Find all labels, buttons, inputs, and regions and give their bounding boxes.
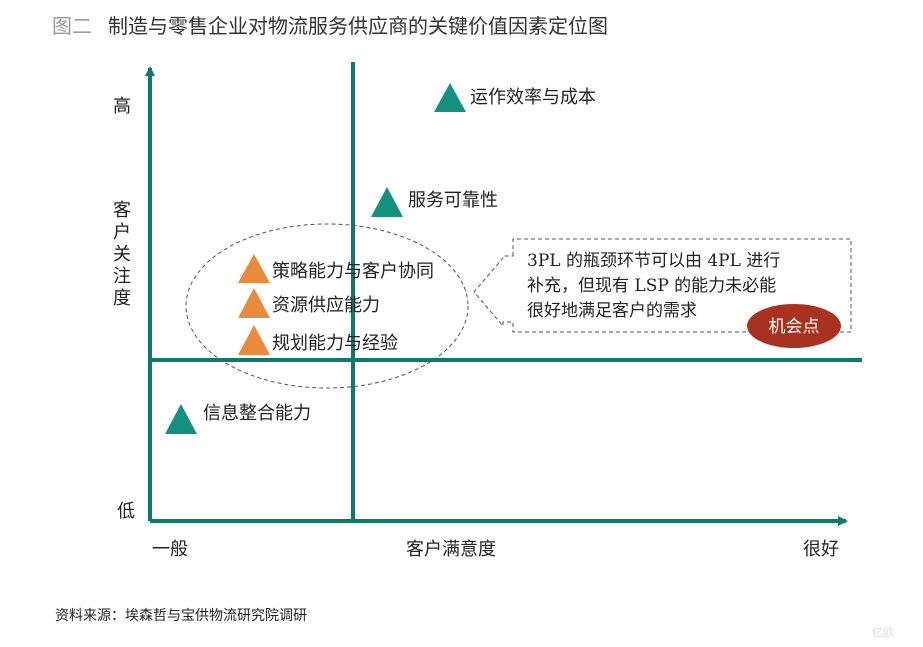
source-note: 资料来源：埃森哲与宝供物流研究院调研 [55, 608, 307, 624]
triangle-marker-icon [238, 288, 270, 318]
item-information-integration: 信息整合能力 [165, 403, 311, 434]
item-planning-experience: 规划能力与经验 [238, 325, 398, 355]
y-axis-label-char: 度 [113, 288, 131, 309]
x-high-label: 很好 [803, 539, 839, 560]
item-label: 策略能力与客户协同 [272, 261, 434, 282]
highlight-ellipse [185, 223, 469, 389]
x-axis-label: 客户满意度 [406, 539, 496, 560]
item-strategy-capability: 策略能力与客户协同 [238, 254, 434, 283]
item-operation-efficiency: 运作效率与成本 [434, 83, 596, 112]
triangle-marker-icon [238, 325, 270, 355]
opportunity-badge-label: 机会点 [769, 317, 820, 337]
watermark: 亿欧 [872, 626, 894, 639]
callout-box: 3PL 的瓶颈环节可以由 4PL 进行 补充，但现有 LSP 的能力未必能 很好… [473, 238, 852, 348]
item-service-reliability: 服务可靠性 [371, 187, 498, 217]
item-label: 信息整合能力 [203, 403, 311, 424]
x-low-label: 一般 [152, 539, 188, 560]
callout-line: 补充，但现有 LSP 的能力未必能 [527, 276, 776, 296]
callout-line: 很好地满足客户的需求 [527, 301, 697, 321]
y-axis-label-char: 户 [113, 222, 131, 243]
y-axis-label-char: 客 [113, 200, 131, 221]
item-resource-supply: 资源供应能力 [238, 288, 380, 318]
opportunity-badge [747, 304, 841, 348]
diagram-title: 制造与零售企业对物流服务供应商的关键价值因素定位图 [108, 14, 608, 38]
y-axis-label-char: 注 [113, 266, 131, 287]
triangle-marker-icon [238, 254, 270, 283]
item-label: 资源供应能力 [272, 295, 380, 316]
y-axis-label-char: 关 [113, 244, 131, 265]
item-label: 运作效率与成本 [470, 87, 596, 108]
item-label: 规划能力与经验 [272, 333, 398, 354]
triangle-marker-icon [434, 83, 466, 112]
callout-line: 3PL 的瓶颈环节可以由 4PL 进行 [527, 251, 780, 271]
item-label: 服务可靠性 [408, 190, 498, 211]
y-low-label: 低 [117, 501, 135, 522]
triangle-marker-icon [165, 404, 197, 434]
triangle-marker-icon [371, 187, 403, 217]
y-high-label: 高 [113, 96, 131, 117]
callout-border [473, 238, 852, 333]
figure-number: 图二 [52, 14, 92, 38]
